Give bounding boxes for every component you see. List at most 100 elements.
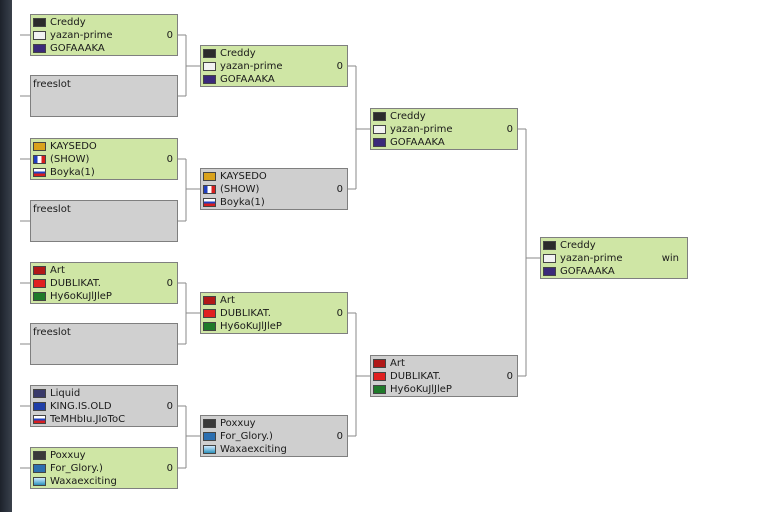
match-score: 0 [166, 278, 173, 289]
player-row[interactable]: Creddy [203, 47, 345, 60]
player-row[interactable]: Waxaexciting [203, 443, 345, 456]
player-row[interactable]: DUBLIKAT. [203, 307, 345, 320]
player-row[interactable]: Creddy [33, 16, 175, 29]
wave-icon [203, 445, 216, 454]
player-row[interactable]: Hy6oKuJlJleP [373, 383, 515, 396]
player-row[interactable]: Hy6oKuJlJleP [203, 320, 345, 333]
match-score: 0 [336, 61, 343, 72]
player-name: Waxaexciting [50, 476, 117, 487]
green-grid-icon [33, 292, 46, 301]
player-row[interactable]: GOFAAAKA [203, 73, 345, 86]
player-row[interactable]: Boyka(1) [203, 196, 345, 209]
player-name: (SHOW) [220, 184, 260, 195]
player-name: Creddy [50, 17, 86, 28]
player-row[interactable]: Boyka(1) [33, 166, 175, 179]
player-name: yazan-prime [390, 124, 453, 135]
player-name: Poxxuy [50, 450, 86, 461]
player-row[interactable]: yazan-prime [543, 252, 685, 265]
green-grid-icon [373, 385, 386, 394]
match-box[interactable]: KAYSEDO(SHOW)Boyka(1)0 [30, 138, 178, 180]
player-name: DUBLIKAT. [50, 278, 101, 289]
russia-flag-icon [33, 415, 46, 424]
player-row[interactable]: Liquid [33, 387, 175, 400]
purple-crest-icon [203, 75, 216, 84]
player-name: Art [220, 295, 235, 306]
player-name: Poxxuy [220, 418, 256, 429]
player-name: Creddy [560, 240, 596, 251]
player-row[interactable]: For_Glory.) [33, 462, 175, 475]
player-row[interactable]: Waxaexciting [33, 475, 175, 488]
crown-icon [33, 142, 46, 151]
player-name: (SHOW) [50, 154, 90, 165]
player-row[interactable]: yazan-prime [203, 60, 345, 73]
player-row[interactable]: KAYSEDO [203, 170, 345, 183]
winner-label: win [661, 253, 679, 264]
match-score: 0 [166, 30, 173, 41]
player-row[interactable]: GOFAAAKA [543, 265, 685, 278]
france-flag-icon [33, 155, 46, 164]
match-box[interactable]: KAYSEDO(SHOW)Boyka(1)0 [200, 168, 348, 210]
blue-cross-icon [33, 464, 46, 473]
white-mask-icon [33, 31, 46, 40]
liquid-logo-icon [33, 389, 46, 398]
player-row[interactable]: Art [203, 294, 345, 307]
player-name: Boyka(1) [50, 167, 95, 178]
dark-dragon-icon [373, 112, 386, 121]
player-row[interactable]: Poxxuy [203, 417, 345, 430]
player-row[interactable]: yazan-prime [33, 29, 175, 42]
player-row[interactable]: TeMHbIu.JIoToC [33, 413, 175, 426]
player-row[interactable]: For_Glory.) [203, 430, 345, 443]
player-name: Hy6oKuJlJleP [390, 384, 452, 395]
player-row[interactable]: (SHOW) [33, 153, 175, 166]
player-row[interactable]: Art [33, 264, 175, 277]
blue-cross-icon [203, 432, 216, 441]
player-name: Waxaexciting [220, 444, 287, 455]
player-row[interactable]: DUBLIKAT. [373, 370, 515, 383]
freeslot-box[interactable]: freeslot [30, 75, 178, 117]
purple-crest-icon [373, 138, 386, 147]
match-score: 0 [336, 184, 343, 195]
player-row[interactable]: KING.IS.OLD [33, 400, 175, 413]
player-row[interactable]: Creddy [543, 239, 685, 252]
player-row[interactable]: GOFAAAKA [373, 136, 515, 149]
red-creature-icon [373, 359, 386, 368]
player-row[interactable]: (SHOW) [203, 183, 345, 196]
player-row[interactable]: Creddy [373, 110, 515, 123]
white-mask-icon [543, 254, 556, 263]
player-row[interactable]: Hy6oKuJlJleP [33, 290, 175, 303]
player-name: yazan-prime [220, 61, 283, 72]
russia-flag-icon [203, 198, 216, 207]
player-name: Hy6oKuJlJleP [50, 291, 112, 302]
player-row[interactable]: Poxxuy [33, 449, 175, 462]
white-mask-icon [373, 125, 386, 134]
freeslot-box[interactable]: freeslot [30, 200, 178, 242]
player-row[interactable]: KAYSEDO [33, 140, 175, 153]
red-logo-icon [373, 372, 386, 381]
player-row[interactable]: yazan-prime [373, 123, 515, 136]
match-score: 0 [336, 308, 343, 319]
player-name: GOFAAAKA [560, 266, 615, 277]
white-mask-icon [203, 62, 216, 71]
freeslot-box[interactable]: freeslot [30, 323, 178, 365]
player-name: DUBLIKAT. [220, 308, 271, 319]
player-name: Creddy [220, 48, 256, 59]
player-row[interactable]: GOFAAAKA [33, 42, 175, 55]
match-score: 0 [506, 124, 513, 135]
purple-crest-icon [543, 267, 556, 276]
player-row[interactable]: Art [373, 357, 515, 370]
player-name: Hy6oKuJlJleP [220, 321, 282, 332]
red-creature-icon [203, 296, 216, 305]
player-row[interactable]: DUBLIKAT. [33, 277, 175, 290]
player-name: Art [50, 265, 65, 276]
